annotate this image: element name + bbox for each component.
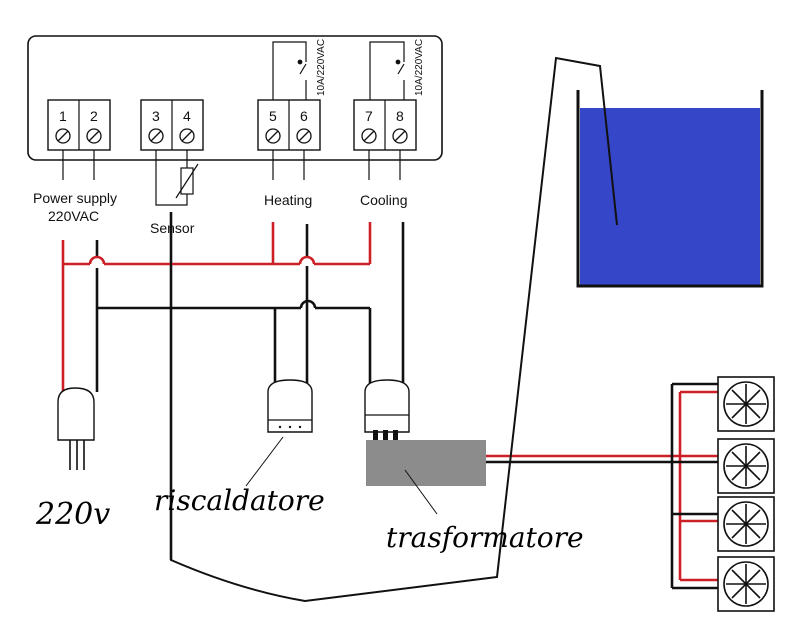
terminal-number-2: 2 <box>90 108 98 124</box>
annotation-voltage: 220v <box>35 497 110 532</box>
fan-4 <box>717 556 775 612</box>
screw-icon <box>361 128 377 144</box>
terminal-block-1-2 <box>47 99 111 151</box>
screw-icon <box>148 128 164 144</box>
screw-icon <box>86 128 102 144</box>
terminal-number-3: 3 <box>152 108 160 124</box>
terminal-leads <box>62 150 401 180</box>
screw-icon <box>392 128 408 144</box>
fan-wiring <box>486 382 718 590</box>
terminal-number-1: 1 <box>59 108 67 124</box>
controller-housing <box>27 35 443 161</box>
sensor-thermistor <box>155 150 199 206</box>
screw-icon <box>179 128 195 144</box>
transformer-pointer <box>404 469 438 515</box>
terminal-block-7-8 <box>353 99 417 151</box>
screw-icon <box>55 128 71 144</box>
live-wiring <box>61 222 372 392</box>
screw-icon <box>296 128 312 144</box>
terminal-number-6: 6 <box>300 108 308 124</box>
mains-plug <box>57 387 95 470</box>
relay-cooling <box>369 41 405 102</box>
label-sensor: Sensor <box>150 220 195 236</box>
screw-icon <box>265 128 281 144</box>
heater-socket <box>267 379 313 433</box>
sensor-cable <box>170 56 618 603</box>
terminal-block-3-4 <box>140 99 204 151</box>
label-cooling: Cooling <box>360 192 407 208</box>
label-power-voltage: 220VAC <box>48 208 99 224</box>
annotation-heater: riscaldatore <box>154 484 325 517</box>
cooling-socket <box>364 379 410 440</box>
temperature-controller: 10A/220VAC 10A/220VAC 1 2 3 4 <box>27 35 443 161</box>
terminal-number-5: 5 <box>269 108 277 124</box>
annotation-transformer: trasformatore <box>386 521 584 554</box>
fan-2 <box>717 438 775 494</box>
terminal-screws <box>55 128 408 144</box>
label-heating: Heating <box>264 192 312 208</box>
fan-3 <box>717 496 775 552</box>
relay-rating-heating: 10A/220VAC <box>316 39 327 96</box>
fan-1 <box>717 376 775 432</box>
label-power-supply: Power supply <box>33 190 117 206</box>
terminal-number-7: 7 <box>365 108 373 124</box>
water <box>580 108 760 286</box>
relay-heating <box>272 41 307 102</box>
terminal-number-8: 8 <box>396 108 404 124</box>
transformer-box <box>366 440 486 486</box>
relay-rating-cooling: 10A/220VAC <box>414 39 425 96</box>
terminal-block-5-6 <box>257 99 321 151</box>
terminal-number-4: 4 <box>183 108 191 124</box>
water-tank <box>576 90 764 288</box>
heater-pointer <box>245 436 284 487</box>
